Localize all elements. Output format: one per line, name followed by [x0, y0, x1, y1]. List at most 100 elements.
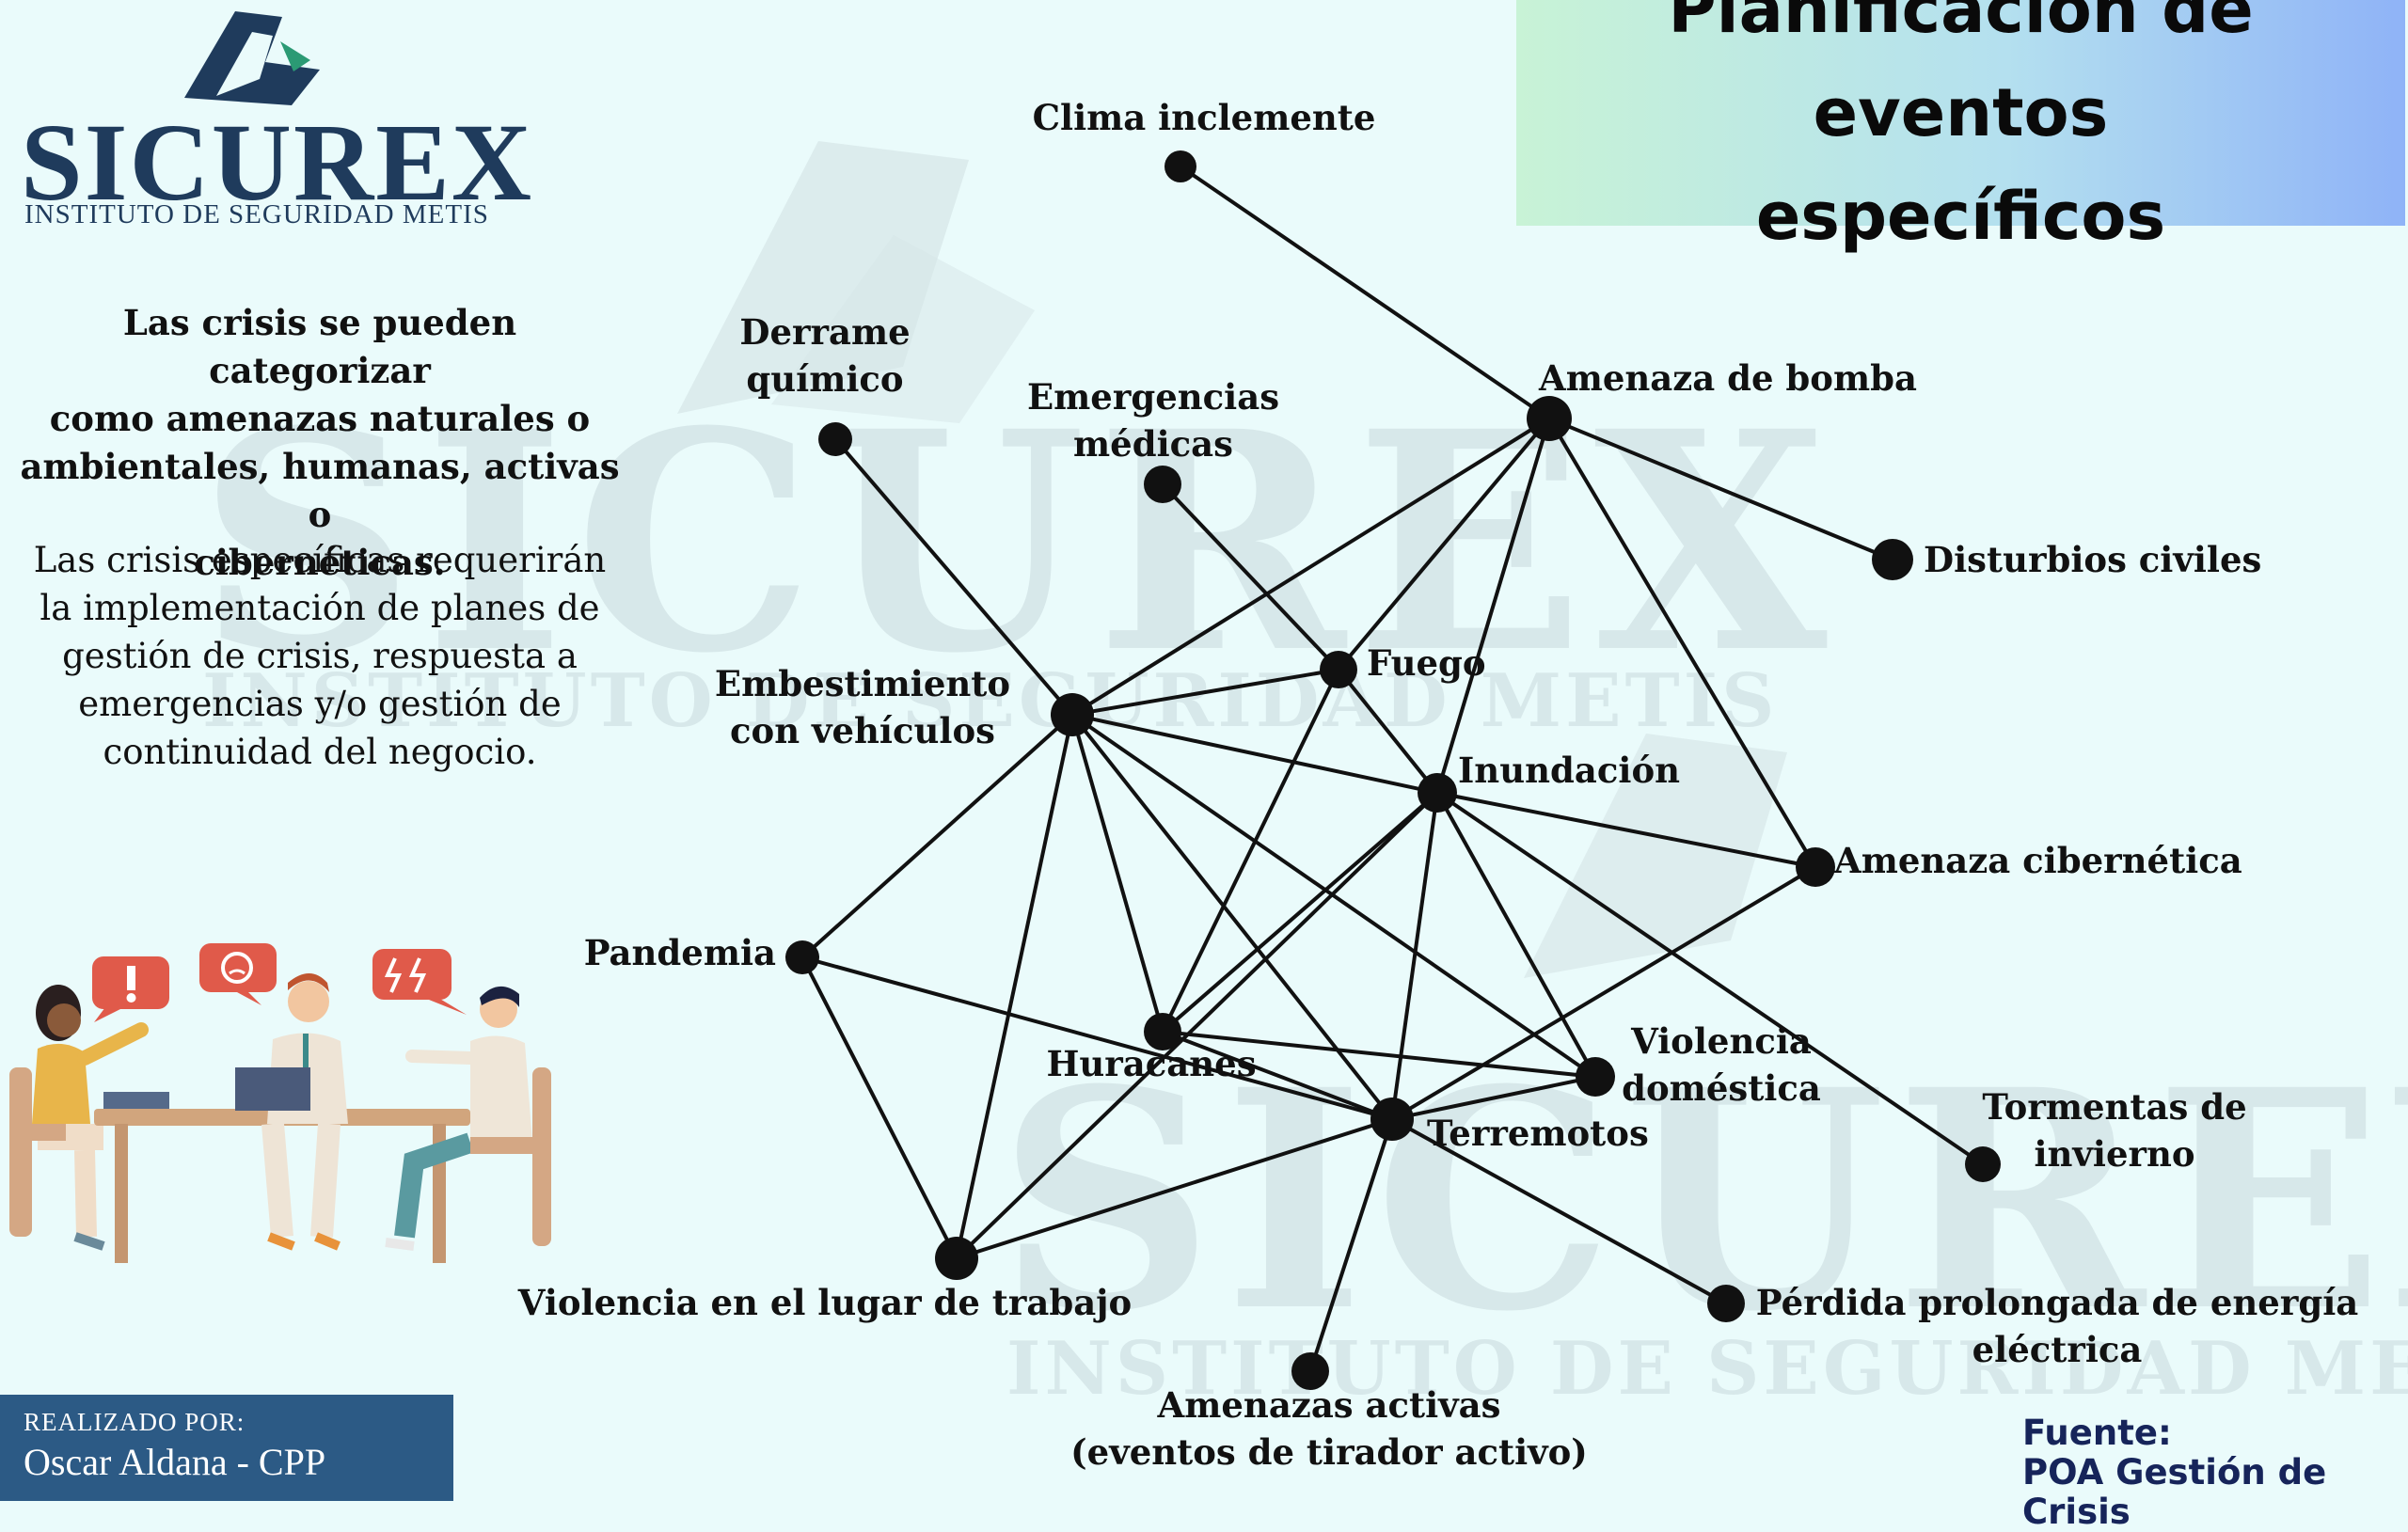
intro-line: la implementación de planes de: [40, 588, 600, 628]
edge-embest-violdom: [1070, 713, 1597, 1079]
node-label-line: Embestimiento: [715, 663, 1010, 704]
watermark-subtitle-right: INSTITUTO DE SEGURIDAD METIS: [1006, 1326, 2408, 1412]
node-label-clima: Clima inclemente: [1033, 97, 1376, 138]
credit-box: REALIZADO POR: Oscar Aldana - CPP: [0, 1395, 453, 1501]
node-label-embest: Embestimiento con vehículos: [715, 663, 1010, 751]
intro-line: continuidad del negocio.: [103, 732, 537, 772]
watermark-logo-right: SICUREX: [997, 1025, 2408, 1378]
intro-line: Las crisis se pueden categorizar: [122, 302, 517, 391]
node-violdom: [1576, 1057, 1615, 1097]
node-huracanes: [1144, 1013, 1181, 1050]
edge-bomba-embest: [1070, 417, 1551, 717]
node-label-inund: Inundación: [1458, 750, 1680, 791]
logo-wordmark: SICUREX: [21, 101, 534, 224]
credit-author: Oscar Aldana - CPP: [24, 1441, 326, 1483]
edge-bomba-disturbios: [1548, 417, 1893, 561]
node-label-line: Derrame: [739, 311, 910, 353]
laptop-middle: [235, 1067, 310, 1111]
edge-terremotos-activas: [1308, 1118, 1394, 1372]
intro-line: como amenazas naturales o: [49, 398, 591, 439]
exclamation-icon: [92, 956, 169, 1022]
edge-ciber-terremotos: [1390, 865, 1817, 1121]
book-logo-icon: [184, 11, 320, 105]
person-middle: [235, 973, 348, 1251]
node-label-line: invierno: [2034, 1133, 2194, 1175]
node-disturbios: [1872, 539, 1913, 580]
node-label-line: Inundación: [1458, 750, 1680, 791]
source-label: Fuente:: [2022, 1413, 2172, 1453]
node-label-huracanes: Huracanes: [1046, 1043, 1256, 1084]
intro-paragraph-1: Las crisis se pueden categorizar como am…: [19, 299, 621, 587]
node-terremotos: [1370, 1098, 1414, 1141]
edge-inund-ciber: [1436, 791, 1816, 869]
node-ciber: [1796, 847, 1835, 887]
meeting-illustration: [9, 943, 551, 1263]
node-label-line: Disturbios civiles: [1924, 539, 2261, 580]
laptop-left: [103, 1092, 169, 1109]
intro-line: gestión de crisis, respuesta a: [62, 636, 578, 676]
edge-fuego-huracanes: [1161, 669, 1340, 1033]
edge-fuego-inund: [1337, 668, 1439, 795]
node-label-line: Violencia en el lugar de trabajo: [517, 1282, 1132, 1323]
edge-derrame-embest: [833, 437, 1074, 717]
watermark-book-icon: [677, 141, 1035, 423]
edge-huracanes-terremotos: [1162, 1030, 1393, 1121]
node-label-line: Pérdida prolongada de energía: [1756, 1282, 2358, 1323]
node-label-line: médicas: [1073, 423, 1233, 465]
node-tormentas: [1965, 1146, 2001, 1182]
node-label-pandemia: Pandemia: [584, 932, 776, 973]
node-label-fuego: Fuego: [1367, 642, 1486, 684]
lightning-icon: [372, 949, 467, 1015]
credit-label: REALIZADO POR:: [24, 1408, 246, 1436]
edge-inund-violtrab: [955, 791, 1439, 1260]
node-label-line: Amenaza de bomba: [1538, 357, 1917, 399]
intro-paragraph-2: Las crisis específicas requerirán la imp…: [19, 536, 621, 776]
edge-pandemia-terremotos: [801, 956, 1393, 1121]
title-line-2: específicos: [1755, 178, 2166, 255]
edge-inund-violdom: [1435, 792, 1597, 1078]
person-left: [9, 985, 149, 1251]
node-label-line: químico: [746, 358, 903, 400]
edge-bomba-fuego: [1337, 417, 1551, 671]
node-label-terremotos: Terremotos: [1427, 1113, 1649, 1154]
edge-terremotos-violtrab: [956, 1117, 1393, 1260]
node-embest: [1051, 693, 1094, 736]
logo-subtitle: INSTITUTO DE SEGURIDAD METIS: [24, 199, 489, 229]
title-banner: Planificación de eventos específicos: [1516, 0, 2405, 255]
node-label-line: doméstica: [1622, 1067, 1821, 1109]
edge-inund-terremotos: [1390, 792, 1439, 1120]
node-label-line: Terremotos: [1427, 1113, 1649, 1154]
edge-embest-pandemia: [800, 713, 1074, 959]
edge-bomba-ciber: [1547, 417, 1817, 869]
node-inund: [1418, 773, 1457, 813]
intro-line: emergencias y/o gestión de: [78, 684, 562, 724]
edge-bomba-inund: [1435, 418, 1551, 794]
edge-huracanes-violdom: [1162, 1030, 1596, 1079]
node-label-activas: Amenazas activas(eventos de tirador acti…: [1070, 1384, 1588, 1473]
node-label-bomba: Amenaza de bomba: [1538, 357, 1917, 399]
node-activas: [1291, 1352, 1329, 1390]
node-label-tormentas: Tormentas de invierno: [1982, 1086, 2246, 1175]
source-value: POA Gestión de Crisis: [2022, 1452, 2327, 1532]
node-perdida: [1707, 1285, 1745, 1322]
node-label-line: con vehículos: [730, 710, 995, 751]
intro-line: cibernéticas.: [194, 542, 446, 583]
edge-embest-inund: [1071, 713, 1438, 795]
edge-clima-bomba: [1179, 165, 1551, 420]
node-label-line: Amenaza cibernética: [1833, 840, 2242, 881]
edge-pandemia-violtrab: [800, 956, 958, 1259]
edge-terremotos-perdida: [1391, 1117, 1727, 1305]
node-label-line: Amenazas activas: [1157, 1384, 1501, 1426]
page-title: Planificación de eventos específicos: [1516, 0, 2405, 268]
edge-embest-huracanes: [1070, 714, 1164, 1033]
edge-terremotos-violdom: [1391, 1075, 1596, 1121]
angry-face-icon: [199, 943, 277, 1005]
node-label-line: Tormentas de: [1982, 1086, 2246, 1128]
node-bomba: [1527, 396, 1572, 441]
sicurex-logo: SICUREX INSTITUTO DE SEGURIDAD METIS: [9, 0, 531, 235]
node-clima: [1164, 150, 1196, 182]
